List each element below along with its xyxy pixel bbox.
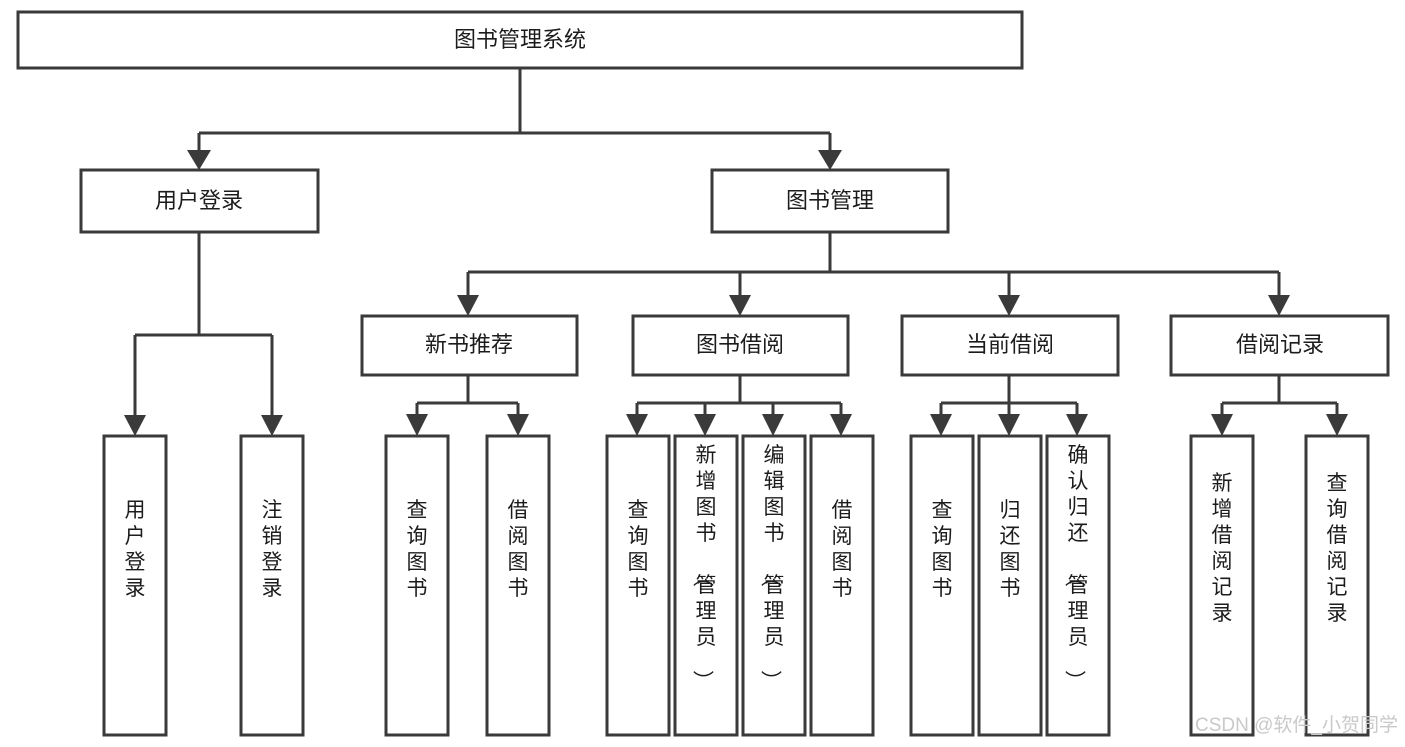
arrowhead-bm-c2 <box>729 295 751 316</box>
node-current-borrow[interactable]: 当前借阅 <box>900 314 1120 377</box>
leaf-book-borrow-1-label: 新增图书（管理员） <box>691 444 717 691</box>
node-user-login-label: 用户登录 <box>155 188 243 213</box>
leaf-book-borrow-2-box[interactable] <box>741 434 807 737</box>
leaf-user-login-0-box[interactable] <box>102 434 168 737</box>
arrowhead-user-login-c1 <box>124 415 146 436</box>
leaf-current-borrow-0[interactable]: 查询图书 <box>909 434 975 737</box>
leaf-borrow-record-1[interactable]: 查询借阅记录 <box>1304 434 1370 737</box>
leaf-current-borrow-2-label: 确认归还（管理员） <box>1063 444 1089 691</box>
leaf-book-borrow-0[interactable]: 查询图书 <box>605 434 671 737</box>
arrowhead-bm-c1 <box>457 295 479 316</box>
arrowhead-br-c2 <box>1326 414 1348 436</box>
leaf-current-borrow-1[interactable]: 归还图书 <box>977 434 1043 737</box>
node-book-management-label: 图书管理 <box>786 188 874 213</box>
leaf-current-borrow-0-box[interactable] <box>909 434 975 737</box>
arrowhead-bm-c4 <box>1268 295 1290 316</box>
leaf-book-borrow-1[interactable]: 新增图书（管理员） <box>673 434 739 737</box>
arrowhead-bb-c3 <box>762 414 784 436</box>
connector-group-book-borrow-children <box>626 375 852 436</box>
leaf-book-borrow-2[interactable]: 编辑图书（管理员） <box>741 434 807 737</box>
arrowhead-nb-c2 <box>507 414 529 436</box>
arrowhead-user-login <box>187 150 211 170</box>
connector-group-new-book-children <box>406 375 529 436</box>
leaf-current-borrow-0-label: 查询图书 <box>932 499 953 600</box>
leaf-new-book-0-box[interactable] <box>384 434 450 737</box>
leaf-book-borrow-3-label: 借阅图书 <box>832 499 853 600</box>
arrowhead-cb-c3 <box>1066 414 1088 436</box>
arrowhead-bb-c4 <box>830 414 852 436</box>
node-root-book-management-system[interactable]: 图书管理系统 <box>16 10 1024 70</box>
leaf-current-borrow-2[interactable]: 确认归还（管理员） <box>1045 434 1111 737</box>
node-book-management-box[interactable] <box>710 168 950 234</box>
leaf-current-borrow-1-box[interactable] <box>977 434 1043 737</box>
arrowhead-bm-c3 <box>998 295 1020 316</box>
arrowhead-book-mgmt <box>818 150 842 170</box>
node-user-login[interactable]: 用户登录 <box>79 168 320 234</box>
csdn-watermark: CSDN @软件_小贺同学 <box>1195 714 1398 736</box>
leaf-book-borrow-3[interactable]: 借阅图书 <box>809 434 875 737</box>
node-root-box[interactable] <box>16 10 1024 70</box>
leaf-current-borrow-1-label: 归还图书 <box>1000 499 1021 600</box>
leaf-book-borrow-0-box[interactable] <box>605 434 671 737</box>
node-book-management[interactable]: 图书管理 <box>710 168 950 234</box>
node-new-book-recommend-box[interactable] <box>360 314 579 377</box>
leaf-user-login-1-label: 注销登录 <box>262 499 283 600</box>
leaf-user-login-0-label: 用户登录 <box>125 499 146 600</box>
leaf-book-borrow-0-label: 查询图书 <box>628 499 649 600</box>
leaf-borrow-record-1-box[interactable] <box>1304 434 1370 737</box>
arrowhead-br-c1 <box>1211 414 1233 436</box>
leaf-new-book-1[interactable]: 借阅图书 <box>485 434 551 737</box>
node-borrow-record-label: 借阅记录 <box>1236 332 1324 357</box>
leaf-new-book-1-box[interactable] <box>485 434 551 737</box>
leaf-book-borrow-1-box[interactable] <box>673 434 739 737</box>
arrowhead-user-login-c2 <box>261 415 283 436</box>
leaf-user-login-1-box[interactable] <box>239 434 305 737</box>
leaf-new-book-0-label: 查询图书 <box>407 499 428 600</box>
leaf-borrow-record-0[interactable]: 新增借阅记录 <box>1189 434 1255 737</box>
leaf-borrow-record-0-box[interactable] <box>1189 434 1255 737</box>
leaf-book-borrow-2-label: 编辑图书（管理员） <box>759 444 785 691</box>
leaf-book-borrow-3-box[interactable] <box>809 434 875 737</box>
connector-group-current-borrow-children <box>930 375 1088 436</box>
node-borrow-record[interactable]: 借阅记录 <box>1169 314 1390 377</box>
arrowhead-nb-c1 <box>406 414 428 436</box>
leaf-new-book-1-label: 借阅图书 <box>508 499 529 600</box>
node-new-book-recommend-label: 新书推荐 <box>425 332 513 357</box>
connector-group-book-mgmt-children <box>457 232 1290 316</box>
arrowhead-cb-c1 <box>930 414 952 436</box>
arrowhead-cb-c2 <box>998 414 1020 436</box>
leaf-borrow-record-1-label: 查询借阅记录 <box>1327 472 1348 625</box>
node-book-borrow-label: 图书借阅 <box>696 332 784 357</box>
leaf-user-login-0[interactable]: 用户登录 <box>102 434 168 737</box>
node-book-borrow-box[interactable] <box>631 314 850 377</box>
node-user-login-box[interactable] <box>79 168 320 234</box>
leaf-user-login-1[interactable]: 注销登录 <box>239 434 305 737</box>
arrowhead-bb-c1 <box>626 414 648 436</box>
node-current-borrow-label: 当前借阅 <box>966 332 1054 357</box>
leaf-new-book-0[interactable]: 查询图书 <box>384 434 450 737</box>
node-root-label: 图书管理系统 <box>454 27 586 52</box>
node-borrow-record-box[interactable] <box>1169 314 1390 377</box>
node-current-borrow-box[interactable] <box>900 314 1120 377</box>
leaf-borrow-record-0-label: 新增借阅记录 <box>1212 472 1233 625</box>
connector-group-user-login-children <box>124 232 283 436</box>
connector-group-root-to-level2 <box>187 68 842 170</box>
arrowhead-bb-c2 <box>694 414 716 436</box>
node-new-book-recommend[interactable]: 新书推荐 <box>360 314 579 377</box>
leaf-current-borrow-2-box[interactable] <box>1045 434 1111 737</box>
node-book-borrow[interactable]: 图书借阅 <box>631 314 850 377</box>
connector-group-borrow-record-children <box>1211 375 1348 436</box>
